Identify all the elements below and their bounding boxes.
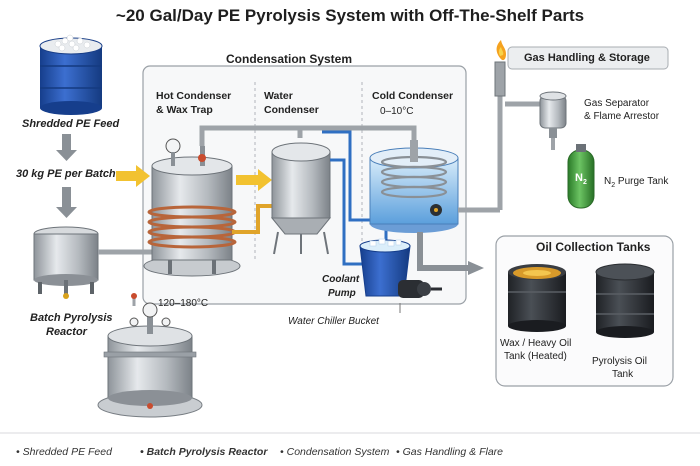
page-title: ~20 Gal/Day PE Pyrolysis System with Off… bbox=[115, 6, 585, 25]
cold-condenser-label: Cold Condenser bbox=[372, 90, 454, 102]
wax-tank-icon bbox=[508, 264, 566, 332]
footer-item-condensation: • Condensation System bbox=[280, 446, 390, 458]
oil-tank-label-line2: Tank bbox=[612, 369, 634, 380]
gas-separator-icon bbox=[539, 91, 567, 138]
flow-arrow-hot-to-water bbox=[236, 169, 272, 191]
cold-condenser-icon bbox=[369, 140, 459, 233]
pipe-hot-to-oil-bottom bbox=[232, 204, 272, 234]
batch-amount-label: 30 kg PE per Batch bbox=[16, 168, 116, 180]
cold-temp-label: 0–10°C bbox=[380, 106, 414, 117]
chiller-label: Water Chiller Bucket bbox=[288, 316, 379, 327]
flow-arrow-batch-to-hot bbox=[116, 165, 150, 187]
gas-separator-label-line1: Gas Separator bbox=[584, 98, 650, 109]
coolant-line-2 bbox=[322, 130, 386, 222]
coolant-pump-label-line2: Pump bbox=[328, 288, 356, 299]
reactor-label-line1: Batch Pyrolysis bbox=[30, 312, 113, 324]
feed-drum-icon bbox=[39, 34, 103, 115]
flare-icon bbox=[494, 40, 506, 97]
gas-separator-label-line2: & Flame Arrestor bbox=[584, 111, 660, 122]
coolant-pump-label-line1: Coolant bbox=[322, 274, 360, 285]
hot-condenser-label-line1: Hot Condenser bbox=[156, 90, 232, 102]
flow-arrow-to-oil bbox=[417, 232, 470, 271]
n2-tank-symbol: N2 bbox=[575, 172, 587, 187]
footer-item-gas: • Gas Handling & Flare bbox=[396, 446, 503, 458]
hot-temp-label: 120–180°C bbox=[158, 298, 209, 309]
water-condenser-label-line2: Condenser bbox=[264, 104, 319, 116]
gas-handling-title: Gas Handling & Storage bbox=[524, 52, 650, 64]
reactor-label-line2: Reactor bbox=[46, 326, 87, 338]
pyrolysis-oil-tank-icon bbox=[595, 263, 655, 338]
feed-hopper-icon bbox=[33, 226, 99, 299]
wax-tank-label-line2: Tank (Heated) bbox=[504, 351, 567, 362]
flow-arrow-batch-down bbox=[56, 187, 77, 218]
flow-arrow-feed-down bbox=[56, 134, 77, 161]
n2-purge-tank-label: N2 Purge Tank bbox=[604, 176, 669, 189]
condensation-system-title: Condensation System bbox=[226, 52, 353, 66]
hot-condenser-label-line2: & Wax Trap bbox=[156, 104, 213, 116]
hot-condenser-icon bbox=[143, 138, 241, 277]
footer-item-reactor: • Batch Pyrolysis Reactor bbox=[140, 446, 268, 458]
water-condenser-label-line1: Water bbox=[264, 90, 293, 102]
wax-tank-label-line1: Wax / Heavy Oil bbox=[500, 338, 572, 349]
footer-item-feed: • Shredded PE Feed bbox=[16, 446, 112, 458]
feed-label: Shredded PE Feed bbox=[22, 118, 120, 130]
coolant-pump-icon bbox=[398, 280, 442, 298]
batch-reactor-icon bbox=[97, 302, 203, 418]
pipe-hot-to-water-top bbox=[199, 125, 303, 146]
water-condenser-icon bbox=[270, 142, 332, 255]
oil-tank-label-line1: Pyrolysis Oil bbox=[592, 356, 648, 367]
n2-tank-icon bbox=[567, 144, 595, 209]
coolant-line-1 bbox=[330, 158, 370, 266]
oil-collection-title: Oil Collection Tanks bbox=[536, 240, 651, 254]
gas-handling-box-header bbox=[507, 46, 669, 70]
